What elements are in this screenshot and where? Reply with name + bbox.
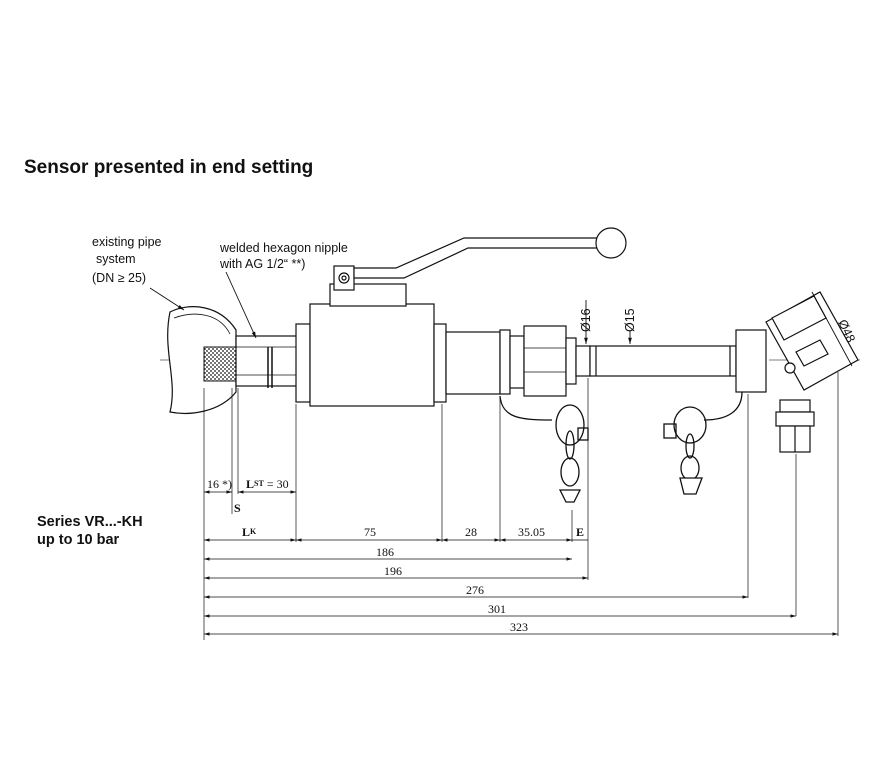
hexagon-nipple: [235, 335, 299, 388]
dim-323: 323: [510, 620, 528, 634]
page-title: Sensor presented in end setting: [24, 157, 314, 178]
diameter-16-label: Ø16: [579, 308, 593, 332]
dim-276: 276: [466, 583, 484, 597]
callout-pipe-line2: system: [96, 252, 136, 266]
ball-valve: [295, 265, 501, 407]
safety-chain-left: [499, 395, 589, 503]
dim-301: 301: [488, 602, 506, 616]
dimension-lines: [204, 490, 838, 636]
dim-28: 28: [465, 525, 477, 539]
dim-lk: LK: [242, 525, 257, 539]
series-name: Series VR...-KH: [37, 514, 143, 530]
dim-196: 196: [384, 564, 402, 578]
compression-fitting: [499, 325, 591, 397]
dim-e: E: [576, 525, 584, 539]
dim-lst: LST = 30: [246, 477, 289, 491]
callout-leaders: [149, 271, 853, 367]
connection-head: [735, 291, 859, 453]
safety-chain-right: [663, 391, 743, 495]
extension-lines: [203, 372, 839, 640]
sensor-tip: [203, 346, 237, 382]
dim-16-note: 16 *): [207, 477, 232, 491]
dim-s: S: [234, 501, 241, 515]
valve-handle: [353, 227, 627, 279]
sensor-rod: [589, 345, 737, 377]
dim-186: 186: [376, 545, 394, 559]
callout-nipple-line1: welded hexagon nipple: [219, 241, 348, 255]
pipe-wall: [167, 306, 237, 414]
callout-pipe-line1: existing pipe: [92, 235, 162, 249]
series-label: Series VR...-KH up to 10 bar: [37, 513, 143, 549]
dim-75: 75: [364, 525, 376, 539]
series-pressure: up to 10 bar: [37, 532, 120, 548]
callout-pipe-line3: (DN ≥ 25): [92, 271, 146, 285]
dim-3505: 35.05: [518, 525, 545, 539]
callout-nipple-line2: with AG 1/2“ **): [219, 257, 305, 271]
diameter-15-label: Ø15: [623, 308, 637, 332]
